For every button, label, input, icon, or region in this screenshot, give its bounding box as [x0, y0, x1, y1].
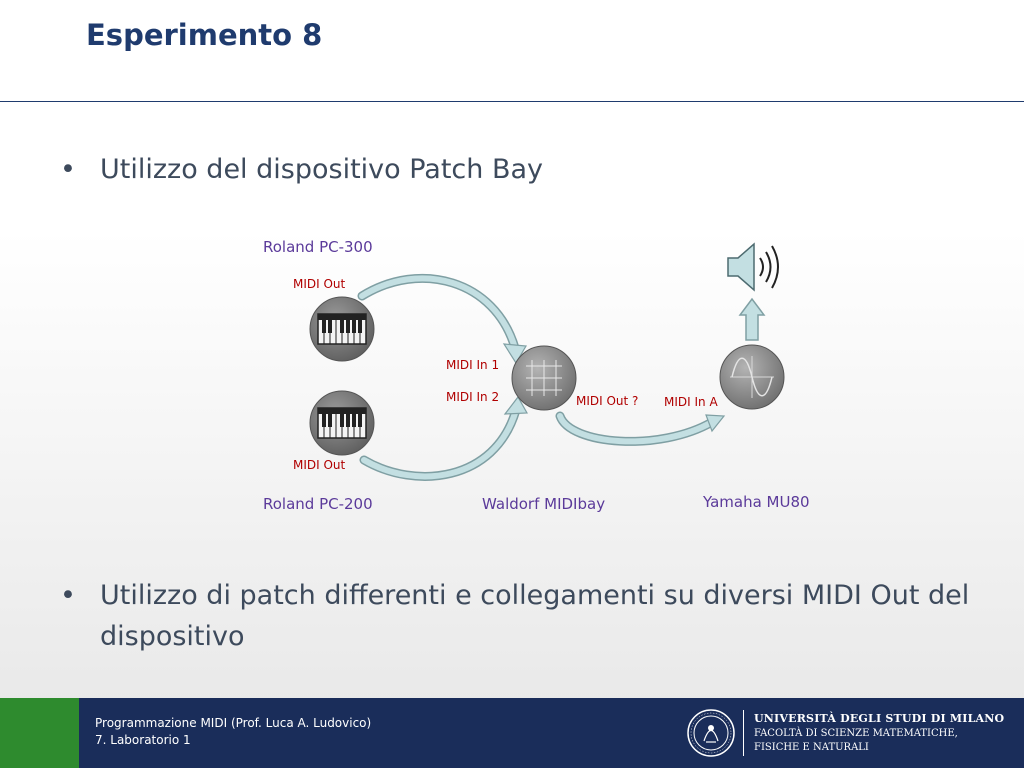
faculty-line-2: FISICHE E NATURALI — [754, 742, 869, 753]
label-waldorf-midibay: Waldorf MIDIbay — [482, 495, 606, 513]
patch-bay-diagram: Roland PC-300 Roland PC-200 Waldorf MIDI… — [240, 220, 810, 520]
arrow-yamaha-to-speaker — [738, 297, 766, 341]
bullet-1-text: Utilizzo del dispositivo Patch Bay — [100, 154, 544, 185]
port-waldorf-midi-in-1: MIDI In 1 — [446, 358, 500, 372]
port-pc200-midi-out: MIDI Out — [293, 458, 346, 472]
port-pc300-midi-out: MIDI Out — [293, 277, 346, 291]
bullet-2: • Utilizzo di patch differenti e collega… — [60, 575, 990, 657]
university-name: UNIVERSITÀ DEGLI STUDI DI MILANO — [754, 712, 1005, 725]
footer-bar: Programmazione MIDI (Prof. Luca A. Ludov… — [0, 698, 1024, 768]
university-seal-icon — [687, 709, 735, 757]
roland-pc300-keyboard-icon — [309, 296, 375, 362]
arrow-pc300-to-in1 — [357, 273, 527, 365]
speaker-icon — [727, 242, 779, 292]
bullet-dot: • — [60, 580, 76, 611]
title-divider — [0, 101, 1024, 102]
label-roland-pc200: Roland PC-200 — [263, 495, 373, 513]
bullet-2-text: Utilizzo di patch differenti e collegame… — [100, 580, 970, 652]
label-roland-pc300: Roland PC-300 — [263, 238, 373, 256]
footer-accent — [0, 698, 79, 768]
faculty-name: FACOLTÀ DI SCIENZE MATEMATICHE, FISICHE … — [754, 727, 958, 755]
yamaha-sine-wave-icon — [719, 344, 785, 410]
logo-separator — [743, 710, 744, 756]
roland-pc200-keyboard-icon — [309, 390, 375, 456]
diagram-graphics — [309, 242, 785, 481]
label-yamaha-mu80: Yamaha MU80 — [703, 493, 810, 511]
course-title: Programmazione MIDI (Prof. Luca A. Ludov… — [95, 716, 372, 730]
waldorf-patchbay-grid-icon — [511, 345, 577, 411]
port-yamaha-midi-in-a: MIDI In A — [664, 395, 718, 409]
slide-title: Esperimento 8 — [86, 18, 323, 52]
course-info: Programmazione MIDI (Prof. Luca A. Ludov… — [95, 715, 371, 749]
port-waldorf-midi-in-2: MIDI In 2 — [446, 390, 500, 404]
lesson-title: 7. Laboratorio 1 — [95, 733, 191, 747]
faculty-line-1: FACOLTÀ DI SCIENZE MATEMATICHE, — [754, 728, 958, 739]
arrow-pc200-to-in2 — [359, 395, 529, 481]
bullet-dot: • — [60, 154, 76, 185]
university-logo-block: UNIVERSITÀ DEGLI STUDI DI MILANO FACOLTÀ… — [686, 706, 1016, 760]
arrow-out-to-yamaha — [555, 411, 726, 446]
port-waldorf-midi-out: MIDI Out ? — [576, 394, 639, 408]
bullet-1: • Utilizzo del dispositivo Patch Bay — [60, 149, 1000, 190]
